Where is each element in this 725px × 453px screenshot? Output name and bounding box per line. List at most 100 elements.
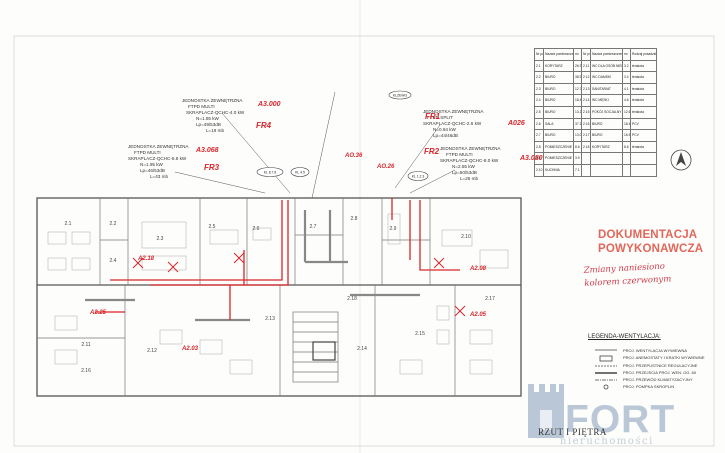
legend-title: LEGENDA-WENTYLACJA:: [588, 334, 661, 340]
table-cell: 2.7: [535, 130, 544, 141]
unit-annotations: JEDNOSTKA ZEWNĘTRZNA FTPD MULTI SKRAPLAC…: [128, 98, 501, 181]
table-cell: 3.9: [574, 153, 582, 164]
as-built-stamp: DOKUMENTACJA POWYKONAWCZA: [598, 228, 716, 256]
table-cell: 12.7: [574, 83, 582, 95]
room-schedule-table: Nr pom.Nazwa pomieszczeniam²Nr pom.Nazwa…: [534, 48, 657, 177]
table-cell: 18.4: [623, 118, 631, 130]
table-cell: BIURO: [544, 106, 574, 118]
unit-fr1-model: FTPD SPLIT: [427, 115, 453, 120]
table-cell: 4.1: [623, 83, 631, 95]
table-cell: 7.1: [574, 164, 582, 176]
code-a3080: A3.080: [519, 155, 543, 162]
red-annotations: A3.000 FR4 A3.068 FR3 A026 FR1 A3.080 FR…: [89, 101, 543, 352]
table-cell: SALA: [544, 118, 574, 130]
room-2-12: 2.12: [147, 348, 157, 354]
room-2-8: 2.8: [351, 216, 358, 222]
legend-item-4: PROJ. PRZEJŚCIA PROJ. WEN. OG. 60: [623, 370, 697, 375]
table-cell: Nr pom.: [582, 49, 591, 60]
table-cell: BIURO: [544, 95, 574, 106]
table-cell: BIURO: [544, 72, 574, 83]
table-cell: 2.10: [535, 164, 544, 176]
tag-fr1: FR1: [425, 112, 441, 121]
table-cell: 2.2: [535, 72, 544, 83]
table-cell: 2.6: [535, 118, 544, 130]
room-2-11: 2.11: [81, 342, 91, 348]
table-cell: BIURO: [591, 118, 623, 130]
table-cell: 2.17: [582, 130, 591, 141]
room-2-17: 2.17: [485, 296, 495, 302]
north-arrow-icon: [670, 149, 692, 171]
unit-fr1-power: N=0.94 kW: [433, 127, 457, 132]
red-markup-lines: [95, 198, 460, 320]
room-2-6: 2.6: [253, 226, 260, 232]
table-cell: 2.3: [535, 83, 544, 95]
room-2-15: 2.15: [415, 331, 425, 337]
watermark-sub: nieruchomości: [560, 436, 654, 447]
code-a3000: A3.000: [257, 101, 281, 108]
unit-fr4-spec: SKRAPLACZ-QCHC-4.0 kW: [186, 110, 245, 115]
table-cell: [582, 153, 591, 164]
table-cell: 18.4: [574, 95, 582, 106]
code-a203: A2.03: [181, 346, 199, 352]
table-cell: BIURO: [544, 83, 574, 95]
room-2-1: 2.1: [65, 221, 72, 227]
unit-fr2-model: FTPD MULTI: [446, 152, 473, 157]
table-cell: [631, 164, 657, 176]
table-cell: terakota: [631, 83, 657, 95]
tag-kl-878: KL 8.7.8: [264, 171, 277, 175]
ventilation-ducts: [85, 210, 420, 322]
table-cell: KORYTARZ: [544, 60, 574, 72]
watermark-brand: FORT: [565, 398, 676, 441]
table-cell: POMIESZCZENIE TECHN.: [544, 141, 574, 153]
table-cell: PCV: [631, 118, 657, 130]
unit-fr3-model: FTPD MULTI: [134, 150, 161, 155]
room-numbers: 2.1 2.2 2.3 2.4 2.5 2.6 2.7 2.8 2.9 2.10…: [65, 216, 496, 374]
sheet-title: RZUT I PIĘTRA: [538, 427, 607, 437]
legend-symbols: [595, 349, 617, 390]
table-cell: 3.2: [623, 60, 631, 72]
table-cell: POMIESZCZENIE: [544, 153, 574, 164]
unit-fr2-len: L=26 mb: [460, 176, 478, 181]
unit-fr3-len: L=43 mb: [150, 174, 168, 179]
table-cell: SANITARIAT: [591, 83, 623, 95]
table-cell: terakota: [631, 60, 657, 72]
code-ao26: AO.26: [376, 164, 395, 170]
unit-fr4-lp: Lp=49/53dB: [196, 122, 221, 127]
table-cell: WC MĘSKI: [591, 95, 623, 106]
legend-item-5: PROJ. PRZEWÓD KLIMATYZACYJNY: [623, 377, 693, 382]
table-cell: Nazwa pomieszczenia: [591, 49, 623, 60]
table-cell: 2.13: [582, 83, 591, 95]
leader-lines: [174, 91, 456, 199]
table-cell: [623, 164, 631, 176]
room-2-3: 2.3: [157, 236, 164, 242]
red-cross-marks: [132, 252, 466, 317]
room-2-14: 2.14: [357, 346, 367, 352]
table-cell: [582, 164, 591, 176]
table-cell: Nazwa pomieszczenia: [544, 49, 574, 60]
table-cell: 2.9: [535, 153, 544, 164]
table-cell: Nr pom.: [535, 49, 544, 60]
unit-fr2-spec: SKRAPLACZ-QCHC-8.0 kW: [440, 158, 499, 163]
unit-fr1-spec: SKRAPLACZ-QCHC-2.6 kW: [423, 121, 482, 126]
table-cell: 2.16: [582, 118, 591, 130]
table-cell: Rodzaj posadzki: [631, 49, 657, 60]
legend-item-3: PROJ. PRZEPUSTNICE REGULACYJNE: [623, 363, 698, 368]
room-2-18: 2.18: [347, 296, 357, 302]
table-cell: 26.9: [574, 60, 582, 72]
code-ao36: AO.36: [344, 153, 363, 159]
table-cell: 2.1: [535, 60, 544, 72]
unit-fr1-label: JEDNOSTKA ZEWNĘTRZNA: [423, 109, 484, 114]
tag-fr2: FR2: [424, 147, 440, 156]
table-cell: 38.9: [574, 72, 582, 83]
table-cell: 4.6: [623, 95, 631, 106]
unit-fr3-spec: SKRAPLACZ-QCHC-6.8 kW: [128, 156, 187, 161]
fort-tower-gate: [540, 410, 552, 430]
code-a205: A2.05: [469, 312, 487, 318]
unit-fr2-power: N=2.55 kW: [452, 164, 476, 169]
